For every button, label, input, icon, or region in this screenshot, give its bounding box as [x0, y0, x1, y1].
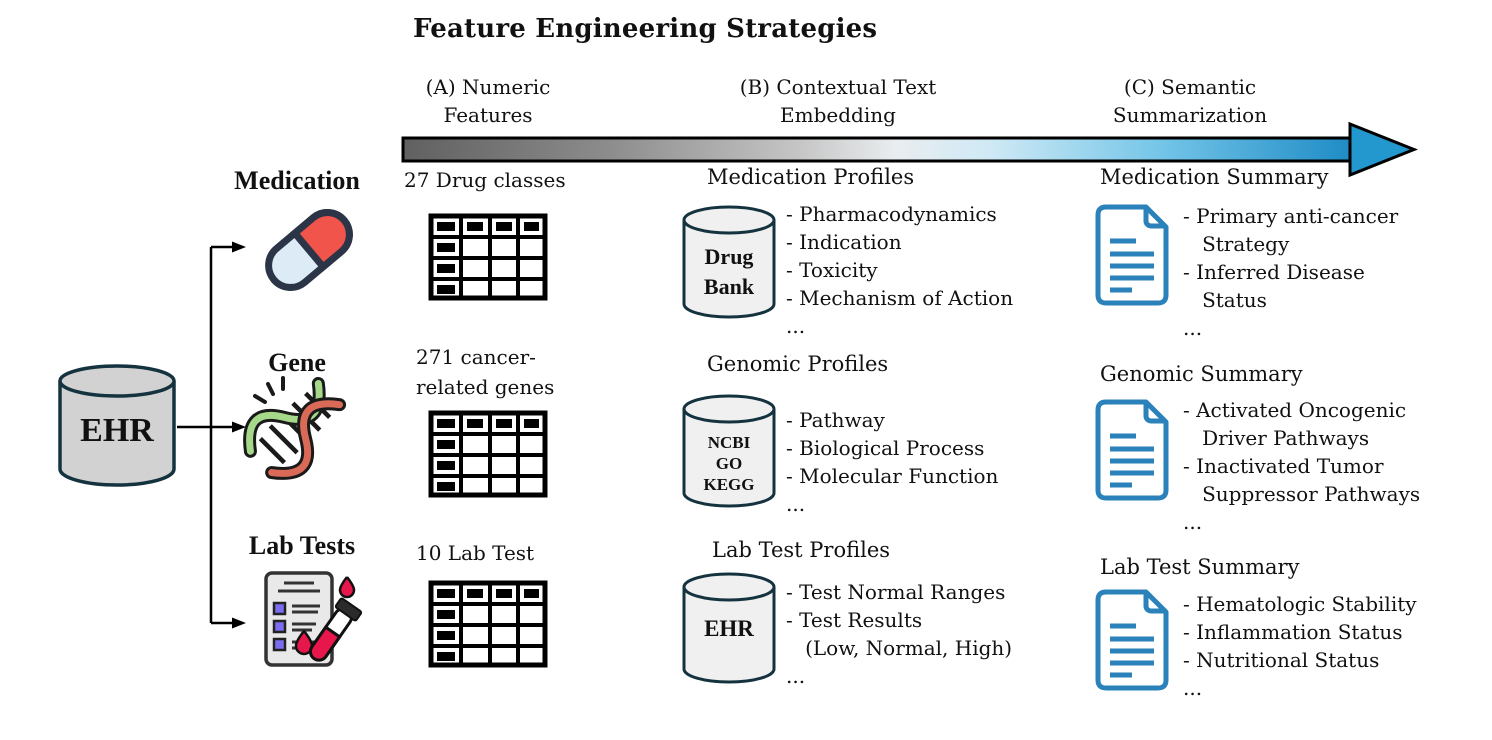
- text-line: - Hematologic Stability: [1183, 592, 1417, 616]
- numeric-caption-medication: 27 Drug classes: [404, 165, 566, 195]
- text-line: Bank: [703, 274, 755, 299]
- row-label-medication: Medication: [234, 166, 360, 195]
- text-line: Status: [1183, 288, 1267, 312]
- text-line: (C) Semantic: [1123, 75, 1257, 99]
- sparkle-lines: [253, 376, 285, 404]
- text-line: - Test Results: [786, 608, 923, 632]
- text-line: - Toxicity: [786, 258, 878, 282]
- text-line: ...: [786, 492, 806, 516]
- summary-bullets-gene: - Activated Oncogenic Driver Pathways - I…: [1183, 396, 1420, 536]
- profile-title-medication: Medication Profiles: [707, 165, 915, 189]
- text-line: - Pathway: [786, 408, 885, 432]
- profile-bullets-lab: - Test Normal Ranges - Test Results (Low,…: [786, 578, 1012, 690]
- summary-title-lab: Lab Test Summary: [1100, 555, 1300, 579]
- text-line: ...: [1183, 676, 1203, 700]
- row-label-gene: Gene: [268, 348, 326, 377]
- table-icon: [428, 410, 548, 498]
- text-line: - Biological Process: [786, 436, 985, 460]
- text-line: ...: [786, 314, 806, 338]
- text-line: 271 cancer-: [416, 345, 536, 369]
- text-line: - Indication: [786, 230, 902, 254]
- text-line: - Inflammation Status: [1183, 620, 1403, 644]
- text-line: - Test Normal Ranges: [786, 580, 1006, 604]
- summary-title-medication: Medication Summary: [1100, 165, 1329, 189]
- profile-title-gene: Genomic Profiles: [707, 352, 889, 376]
- ncbi-go-kegg-label: NCBI GO KEGG: [680, 432, 778, 495]
- numeric-caption-lab: 10 Lab Test: [416, 538, 534, 568]
- connector-arrows: [177, 241, 246, 629]
- ncbi-go-kegg-database-icon: [682, 394, 776, 508]
- summary-bullets-lab: - Hematologic Stability - Inflammation St…: [1183, 590, 1417, 702]
- ehr-profile-label: EHR: [680, 616, 778, 642]
- gradient-arrow: [401, 121, 1419, 178]
- summary-bullets-medication: - Primary anti-cancer Strategy - Inferred…: [1183, 202, 1398, 342]
- ehr-profile-database-icon: [682, 572, 776, 684]
- text-line: Embedding: [780, 103, 896, 127]
- lab-clipboard-icon: [264, 571, 363, 667]
- pill-icon: [265, 209, 353, 291]
- text-line: - Mechanism of Action: [786, 286, 1014, 310]
- text-line: Suppressor Pathways: [1183, 482, 1421, 506]
- text-line: - Primary anti-cancer: [1183, 204, 1399, 228]
- text-line: 27 Drug classes: [404, 168, 566, 192]
- profile-bullets-gene: - Pathway - Biological Process - Molecular…: [786, 406, 998, 518]
- text-line: - Inferred Disease: [1183, 260, 1365, 284]
- text-line: ...: [1183, 316, 1203, 340]
- document-icon: [1095, 589, 1169, 691]
- text-line: - Molecular Function: [786, 464, 999, 488]
- text-line: Features: [443, 103, 533, 127]
- text-line: EHR: [704, 616, 754, 641]
- text-line: Drug: [704, 244, 754, 269]
- table-icon: [428, 213, 548, 301]
- document-icon: [1095, 399, 1169, 501]
- text-line: 10 Lab Test: [416, 541, 535, 565]
- text-line: (B) Contextual Text: [739, 75, 937, 99]
- figure-title: Feature Engineering Strategies: [413, 14, 878, 44]
- ehr-database-icon: [58, 364, 176, 487]
- text-line: (A) Numeric: [425, 75, 551, 99]
- text-line: related genes: [416, 375, 555, 399]
- text-line: ...: [1183, 510, 1203, 534]
- profile-bullets-medication: - Pharmacodynamics - Indication - Toxicity…: [786, 200, 1013, 340]
- text-line: ...: [786, 664, 806, 688]
- dna-icon: [243, 376, 347, 480]
- text-line: Strategy: [1183, 232, 1290, 256]
- table-icon: [428, 580, 548, 668]
- text-line: Driver Pathways: [1183, 426, 1370, 450]
- text-line: (Low, Normal, High): [786, 636, 1013, 660]
- text-line: - Pharmacodynamics: [786, 202, 997, 226]
- ehr-source-label: EHR: [80, 412, 154, 449]
- text-line: Summarization: [1112, 103, 1268, 127]
- drugbank-database-icon: [682, 205, 776, 319]
- text-line: GO: [715, 454, 743, 473]
- row-label-lab-tests: Lab Tests: [248, 531, 356, 560]
- text-line: - Activated Oncogenic: [1183, 398, 1407, 422]
- text-line: NCBI: [707, 433, 751, 452]
- document-icon: [1095, 204, 1169, 306]
- text-line: KEGG: [703, 475, 755, 494]
- profile-title-lab: Lab Test Profiles: [712, 538, 891, 562]
- text-line: - Nutritional Status: [1183, 648, 1380, 672]
- numeric-caption-gene: 271 cancer-related genes: [416, 342, 554, 402]
- summary-title-gene: Genomic Summary: [1100, 362, 1303, 386]
- text-line: - Inactivated Tumor: [1183, 454, 1384, 478]
